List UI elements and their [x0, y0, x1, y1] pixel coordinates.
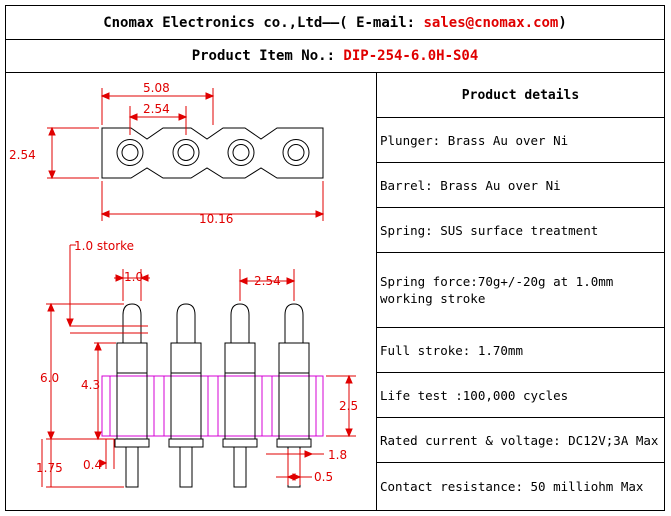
top-hole-2-outer [172, 139, 200, 166]
dim-label-2-54-left: 2.54 [9, 148, 36, 162]
spec-sheet: Cnomax Electronics co.,Ltd——( E-mail: sa… [5, 5, 665, 511]
top-view-outline [101, 127, 324, 179]
detail-row-life-test: Life test :100,000 cycles [377, 373, 664, 418]
barrel-through-body [116, 373, 310, 439]
detail-row-spring: Spring: SUS surface treatment [377, 208, 664, 253]
top-hole-1-inner [121, 144, 139, 161]
pin-4 [276, 303, 312, 488]
top-hole-4-outer [282, 139, 310, 166]
dim-label-0-4: 0.4 [83, 458, 102, 472]
header-close-paren: ) [558, 14, 567, 31]
company-header: Cnomax Electronics co.,Ltd——( E-mail: sa… [6, 6, 664, 40]
technical-drawing: 5.08 2.54 2.54 10.16 [9, 81, 358, 488]
product-details-table: Product details Plunger: Brass Au over N… [377, 73, 664, 510]
side-view-dimensions [41, 244, 356, 488]
top-view-dimensions [47, 88, 325, 221]
top-hole-2-inner [177, 144, 195, 161]
dim-label-1-0: 1.0 [124, 270, 143, 284]
company-name: Cnomax Electronics co.,Ltd [103, 14, 323, 31]
top-hole-3-outer [227, 139, 255, 166]
header-dash: ——( [322, 14, 348, 31]
detail-row-contact-resistance: Contact resistance: 50 milliohm Max [380, 479, 644, 494]
dim-label-4-3: 4.3 [81, 378, 100, 392]
product-item-number: DIP-254-6.0H-S04 [343, 48, 479, 64]
dim-label-10-16: 10.16 [199, 212, 233, 226]
details-title: Product details [377, 73, 664, 118]
detail-row-plunger: Plunger: Brass Au over Ni [377, 118, 664, 163]
email-link[interactable]: sales@cnomax.com [423, 14, 559, 31]
dim-label-1-75: 1.75 [36, 461, 63, 475]
dim-label-6-0: 6.0 [40, 371, 59, 385]
top-view [101, 127, 324, 179]
pin-2 [168, 303, 204, 488]
detail-row-spring-force: Spring force:70g+/-20g at 1.0mm working … [377, 253, 664, 328]
dim-label-2-5: 2.5 [339, 399, 358, 413]
pin-3 [222, 303, 258, 488]
dim-label-2-54-top: 2.54 [143, 102, 170, 116]
product-item-label: Product Item No.: [191, 48, 344, 64]
dim-label-0-5: 0.5 [314, 470, 333, 484]
detail-row-full-stroke: Full stroke: 1.70mm [377, 328, 664, 373]
pin-1 [114, 303, 150, 488]
insulator-body [101, 375, 324, 437]
top-hole-3-inner [232, 144, 250, 161]
detail-row-barrel: Barrel: Brass Au over Ni [377, 163, 664, 208]
email-label: E-mail: [347, 14, 424, 31]
top-hole-1-outer [116, 139, 144, 166]
column-divider [376, 73, 377, 510]
top-hole-4-inner [287, 144, 305, 161]
dim-label-1-8: 1.8 [328, 448, 347, 462]
product-item-row: Product Item No.: DIP-254-6.0H-S04 [6, 40, 664, 73]
side-view-pins [114, 303, 312, 488]
dim-label-5-08: 5.08 [143, 81, 170, 95]
stroke-note-label: 1.0 storke [74, 239, 134, 253]
detail-row-rated-current: Rated current & voltage: DC12V;3A Max [377, 418, 664, 463]
dim-label-2-54-side: 2.54 [254, 274, 281, 288]
